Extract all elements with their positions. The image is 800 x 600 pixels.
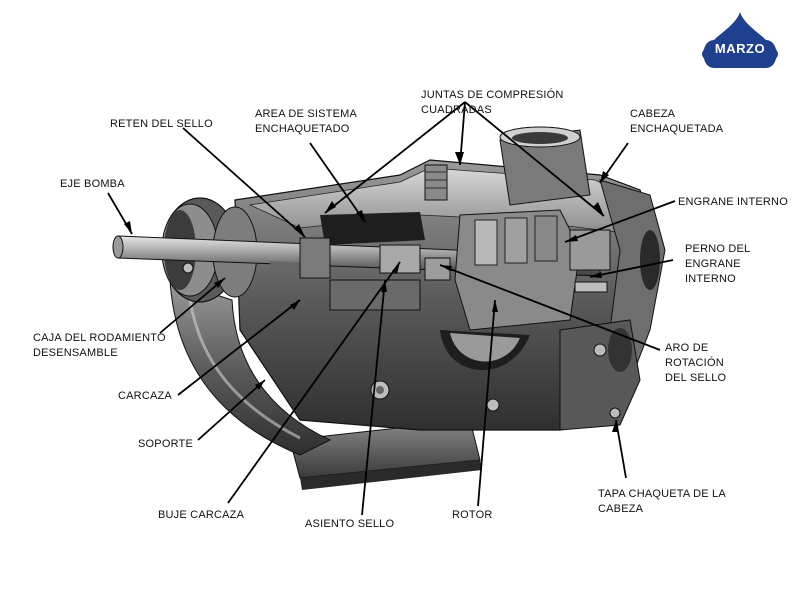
label-asiento-sello: ASIENTO SELLO — [305, 518, 395, 530]
label-eje-bomba: EJE BOMBA — [60, 178, 125, 190]
base-plate — [289, 419, 482, 490]
label-area-sistema: AREA DE SISTEMA ENCHAQUETADO — [255, 108, 358, 135]
label-reten-sello: RETEN DEL SELLO — [110, 118, 213, 130]
idler-pin — [569, 229, 611, 293]
pump-housing — [234, 159, 666, 431]
label-soporte: SOPORTE — [138, 438, 193, 450]
label-cabeza-enchaquetada: CABEZA ENCHAQUETADA — [630, 108, 724, 135]
jacket-cavity — [320, 212, 425, 245]
label-buje-carcaza: BUJE CARCAZA — [158, 509, 245, 521]
leader-arrowheads — [124, 152, 618, 432]
label-aro-rotacion: ARO DE ROTACIÓN DEL SELLO — [665, 342, 727, 384]
label-carcaza: CARCAZA — [118, 390, 172, 402]
support-arm — [169, 279, 332, 456]
marzo-logo-icon — [702, 12, 778, 68]
label-perno-engrane: PERNO DEL ENGRANE INTERNO — [685, 243, 751, 285]
brand-name: MARZO — [714, 41, 766, 56]
label-caja-rodamiento: CAJA DEL RODAMIENTO DESENSAMBLE — [33, 332, 166, 359]
rotor — [440, 209, 581, 371]
bearing-housing — [161, 197, 258, 303]
label-juntas-compresion: JUNTAS DE COMPRESIÓN CUADRADAS — [421, 89, 564, 116]
leader-lines — [107, 101, 676, 516]
label-engrane-interno: ENGRANE INTERNO — [678, 196, 788, 208]
label-rotor: ROTOR — [452, 509, 493, 521]
seal-ring — [299, 237, 421, 311]
label-tapa-chaqueta: TAPA CHAQUETA DE LA CABEZA — [598, 488, 726, 515]
